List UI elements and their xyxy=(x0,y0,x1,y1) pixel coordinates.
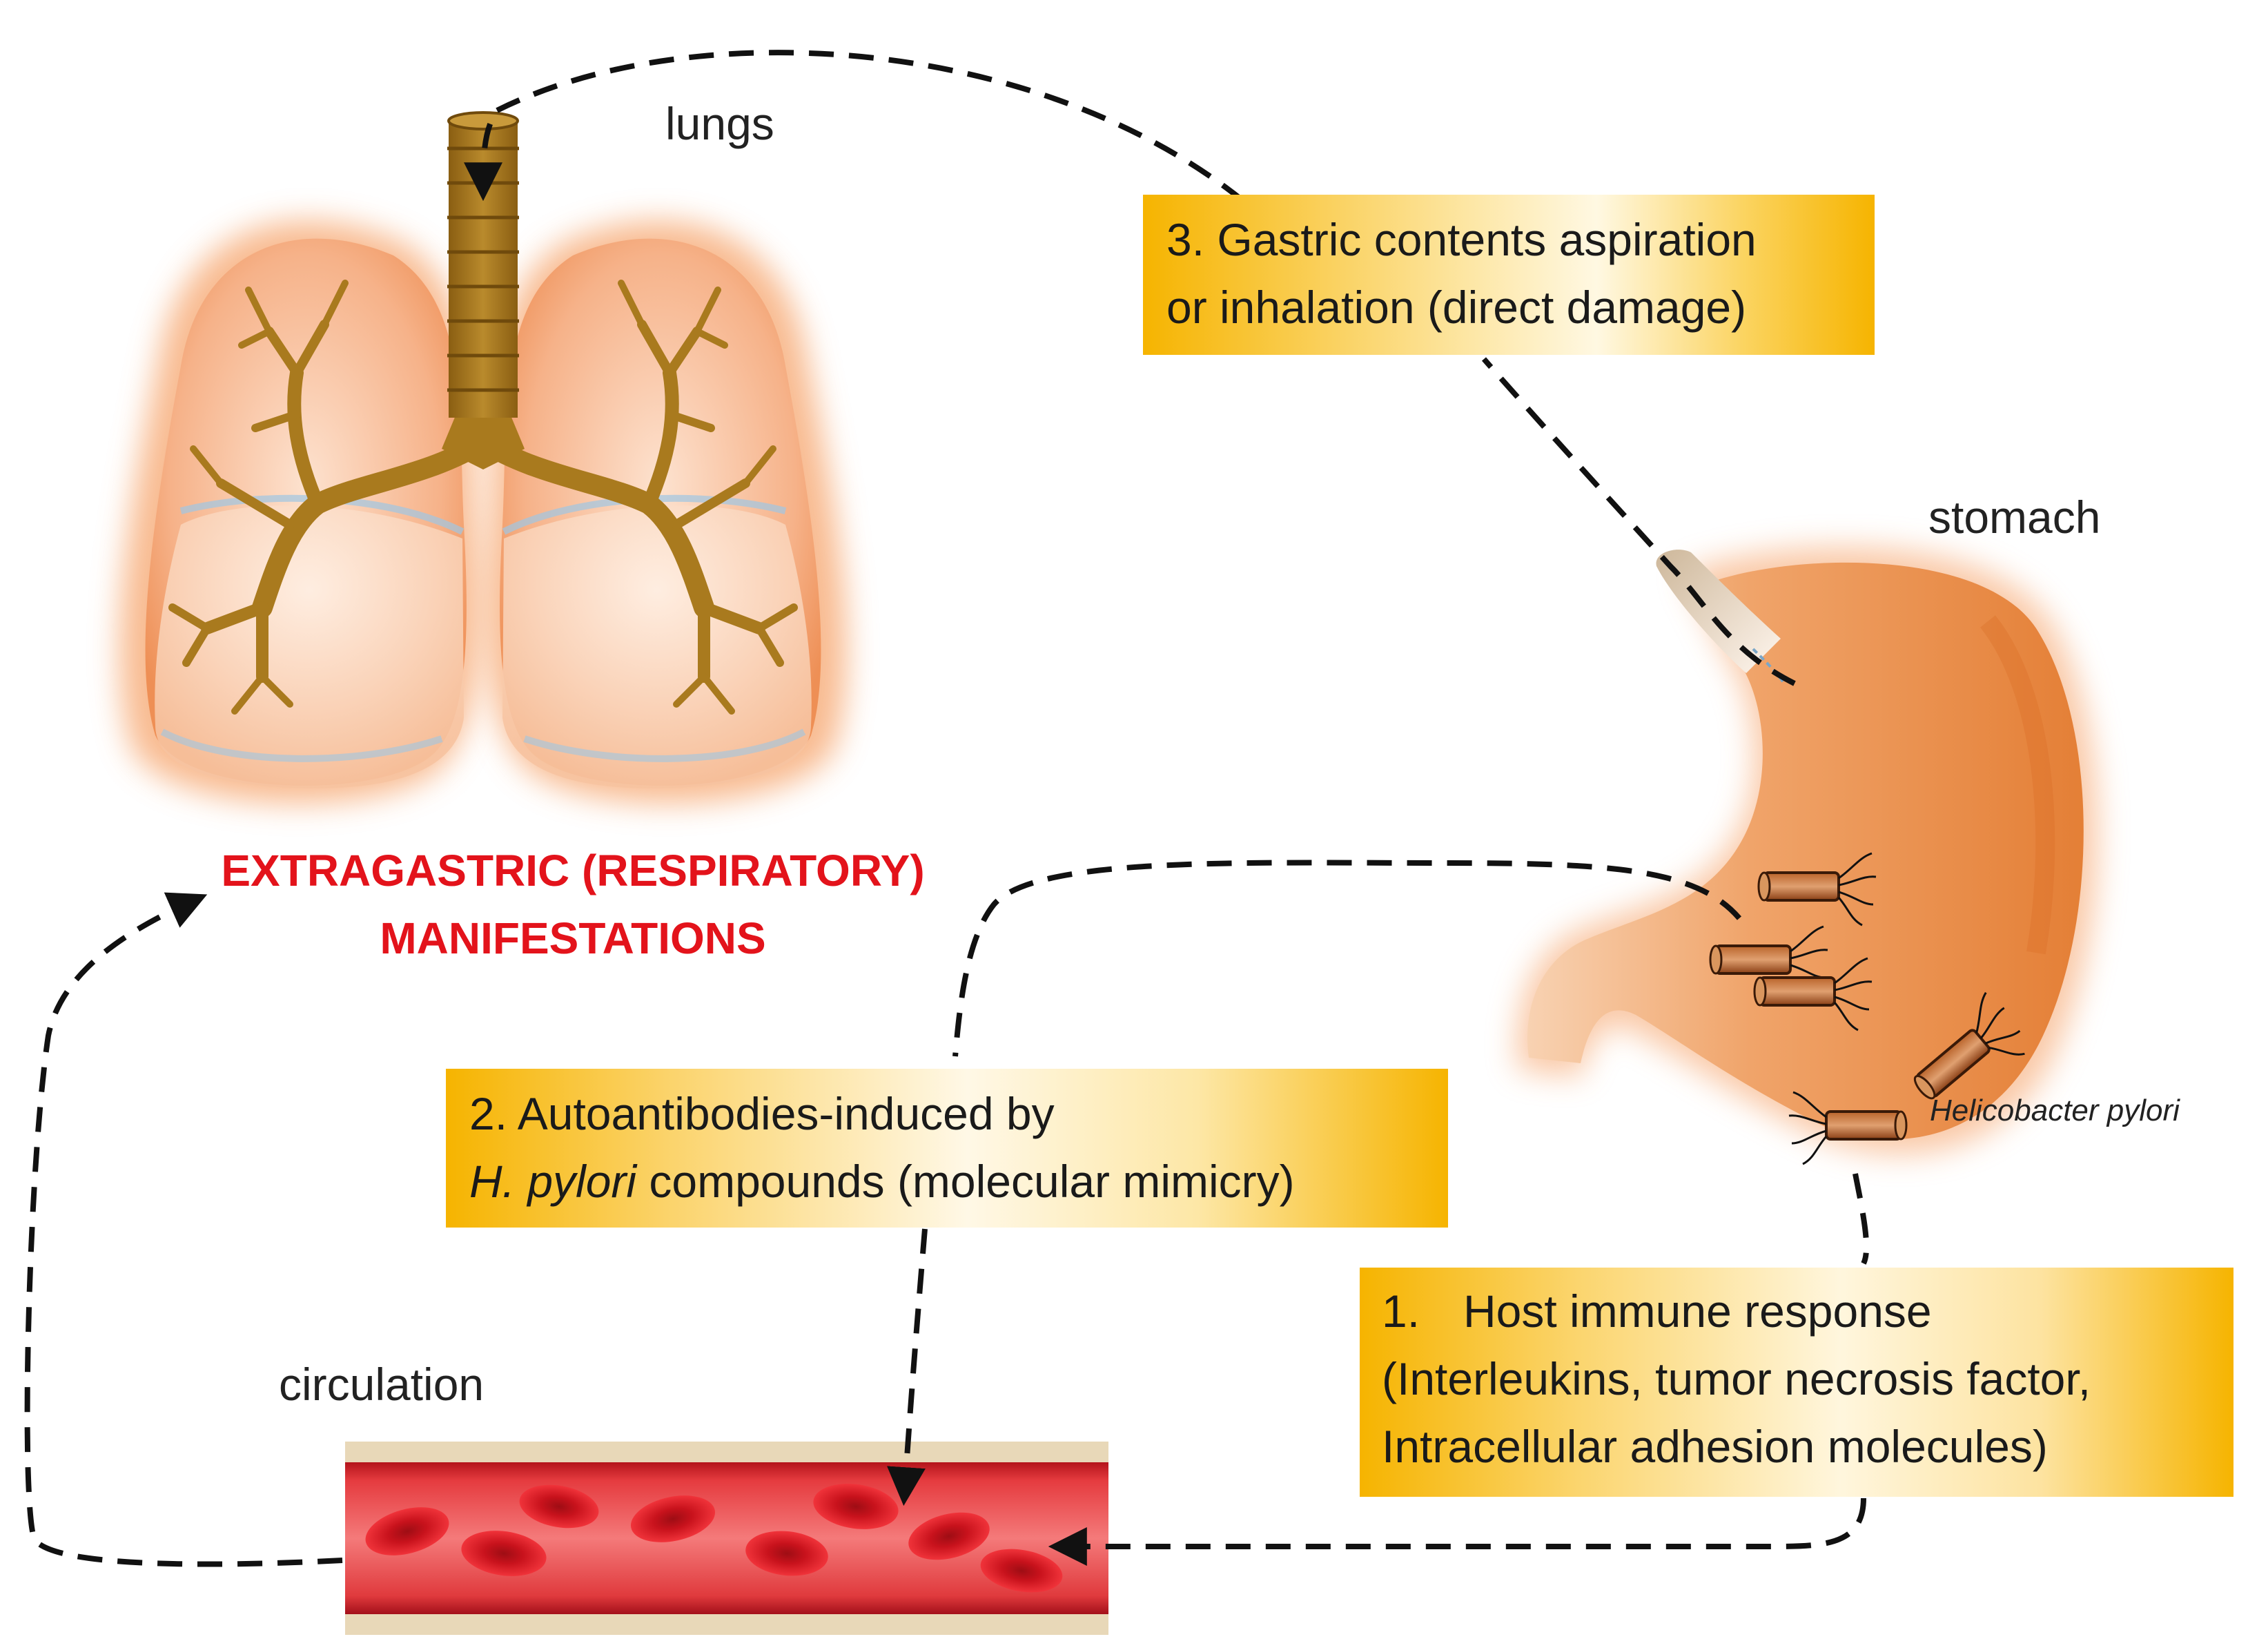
manifestations-line-1: EXTRAGASTRIC (RESPIRATORY) xyxy=(221,846,925,895)
mechanism-3-line-1: 3. Gastric contents aspiration xyxy=(1166,214,1757,265)
mechanism-1-number: 1. xyxy=(1382,1286,1420,1337)
mechanism-2-line-1: 2. Autoantibodies-induced by xyxy=(469,1088,1055,1139)
manifestations-line-2: MANIFESTATIONS xyxy=(380,913,766,963)
mechanism-2-box: 2. Autoantibodies-induced by H. pylori c… xyxy=(446,1069,1448,1228)
mechanism-3-line-2: or inhalation (direct damage) xyxy=(1166,282,1747,333)
pathway-arrows xyxy=(24,50,1870,1567)
mechanism-2-line-2-rest: compounds (molecular mimicry) xyxy=(636,1156,1295,1207)
helicobacter-pylori-label: Helicobacter pylori xyxy=(1930,1094,2180,1127)
blood-vessel-illustration xyxy=(345,1442,1108,1635)
lungs-label: lungs xyxy=(665,98,774,149)
mechanism-2-line-2: H. pylori compounds (molecular mimicry) xyxy=(469,1147,1425,1215)
mechanism-1-title: Host immune response xyxy=(1463,1286,1932,1337)
arrow-aspiration xyxy=(483,50,1796,686)
mechanism-1-line-3: Intracellular adhesion molecules) xyxy=(1382,1421,2048,1472)
arrow-autoantibodies xyxy=(904,860,1742,1498)
lungs-illustration xyxy=(119,111,847,804)
h-pylori-italic: H. pylori xyxy=(469,1156,637,1207)
mechanism-3-box: 3. Gastric contents aspiration or inhala… xyxy=(1143,195,1875,355)
circulation-label: circulation xyxy=(279,1359,485,1410)
mechanism-1-line-1: 1. Host immune response xyxy=(1382,1277,2211,1345)
bacterium-icon xyxy=(1709,852,2025,1165)
arrow-circulation-to-lungs xyxy=(24,892,343,1567)
arrow-immune-response xyxy=(1056,1173,1870,1547)
stomach-label: stomach xyxy=(1928,492,2101,543)
mechanism-1-line-2: (Interleukins, tumor necrosis factor, xyxy=(1382,1353,2091,1404)
mechanism-1-box: 1. Host immune response (Interleukins, tu… xyxy=(1360,1268,2233,1497)
stomach-illustration xyxy=(1517,547,2098,1154)
extragastric-manifestations-title: EXTRAGASTRIC (RESPIRATORY) MANIFESTATION… xyxy=(104,837,1042,972)
